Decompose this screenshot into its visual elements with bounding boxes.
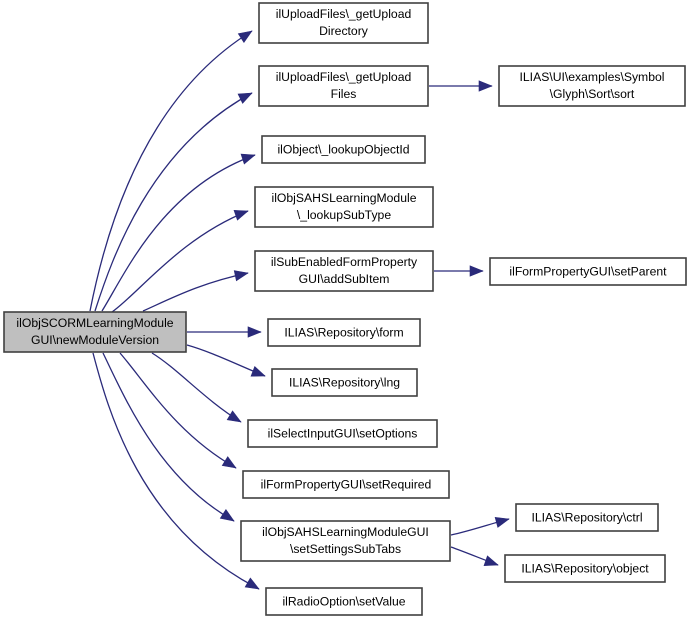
node-label: ilFormPropertyGUI\setParent <box>509 265 667 279</box>
call-edge <box>89 30 253 312</box>
node-label: ILIAS\Repository\lng <box>289 376 400 390</box>
arrowhead-icon <box>219 509 235 522</box>
arrowhead-icon <box>226 410 242 423</box>
arrowhead-icon <box>237 92 253 104</box>
node-label-line2: \_lookupSubType <box>297 208 391 222</box>
call-edge <box>92 352 260 590</box>
graph-node[interactable]: ilObjSAHSLearningModule \_lookupSubType <box>254 186 434 228</box>
node-rect[interactable] <box>265 587 423 616</box>
node-label-line2: Directory <box>319 24 369 38</box>
graph-node[interactable]: ILIAS\Repository\lng <box>271 368 418 397</box>
call-edge <box>111 210 249 313</box>
graph-node[interactable]: ilObject\_lookupObjectId <box>261 135 426 164</box>
arrowhead-icon <box>221 456 237 469</box>
node-label-line2: \setSettingsSubTabs <box>290 542 401 556</box>
graph-node[interactable]: ILIAS\Repository\form <box>267 318 421 347</box>
nodes-layer: ilObjSCORMLearningModuleGUI\newModuleVer… <box>3 2 687 616</box>
arrowhead-icon <box>233 209 249 221</box>
node-label-line1: ILIAS\UI\examples\Symbol <box>520 70 665 84</box>
arrowheads-layer <box>219 30 510 590</box>
node-label: ilSelectInputGUI\setOptions <box>268 427 418 441</box>
arrowhead-icon <box>469 265 484 277</box>
node-label-line1: ilUploadFiles\_getUpload <box>276 7 412 21</box>
node-label-line1: ilObjSAHSLearningModule <box>272 191 417 205</box>
call-edge <box>94 92 253 312</box>
graph-node[interactable]: ILIAS\Repository\object <box>504 554 666 583</box>
node-label-line1: ilObjSAHSLearningModuleGUI <box>262 525 429 539</box>
node-label-line2: \Glyph\Sort\sort <box>550 87 635 101</box>
arrowhead-icon <box>494 516 510 528</box>
node-label: ilFormPropertyGUI\setRequired <box>261 478 432 492</box>
node-label: ILIAS\Repository\form <box>284 326 403 340</box>
node-label-line2: Files <box>331 87 357 101</box>
graph-node[interactable]: ilSelectInputGUI\setOptions <box>247 419 438 448</box>
arrowhead-icon <box>478 80 493 92</box>
node-rect[interactable] <box>240 520 451 562</box>
edges-layer <box>89 30 510 590</box>
arrowhead-icon <box>244 577 260 590</box>
node-rect[interactable] <box>267 318 421 347</box>
node-label-line2: GUI\addSubItem <box>299 272 390 286</box>
graph-node[interactable]: ilRadioOption\setValue <box>265 587 423 616</box>
node-rect[interactable] <box>254 250 434 292</box>
node-rect[interactable] <box>515 503 659 532</box>
graph-node[interactable]: ilFormPropertyGUI\setRequired <box>242 470 450 499</box>
node-rect[interactable] <box>254 186 434 228</box>
graph-node[interactable]: ILIAS\UI\examples\Symbol \Glyph\Sort\sort <box>498 65 686 107</box>
node-label: ILIAS\Repository\ctrl <box>531 511 642 525</box>
node-label: ILIAS\Repository\object <box>521 562 649 576</box>
node-rect[interactable] <box>498 65 686 107</box>
arrowhead-icon <box>240 153 256 165</box>
node-label: ilRadioOption\setValue <box>282 595 405 609</box>
node-rect[interactable] <box>489 257 687 286</box>
arrowhead-icon <box>250 365 266 377</box>
node-rect[interactable] <box>258 2 429 44</box>
node-label: ilObject\_lookupObjectId <box>277 143 409 157</box>
graph-node-root[interactable]: ilObjSCORMLearningModuleGUI\newModuleVer… <box>3 311 187 353</box>
node-rect[interactable] <box>271 368 418 397</box>
call-edge <box>119 352 237 469</box>
node-rect[interactable] <box>247 419 438 448</box>
node-label-line1: ilSubEnabledFormProperty <box>271 255 418 269</box>
node-rect[interactable] <box>3 311 187 353</box>
node-rect[interactable] <box>261 135 426 164</box>
arrowhead-icon <box>483 555 499 567</box>
arrowhead-icon <box>237 30 253 43</box>
node-rect[interactable] <box>258 65 429 107</box>
arrowhead-icon <box>247 326 262 338</box>
graph-node[interactable]: ILIAS\Repository\ctrl <box>515 503 659 532</box>
node-label-line2: GUI\newModuleVersion <box>31 333 159 347</box>
node-rect[interactable] <box>242 470 450 499</box>
arrowhead-icon <box>233 270 249 282</box>
node-rect[interactable] <box>504 554 666 583</box>
call-edge <box>102 352 235 522</box>
graph-node[interactable]: ilFormPropertyGUI\setParent <box>489 257 687 286</box>
graph-node[interactable]: ilObjSAHSLearningModuleGUI \setSettingsSu… <box>240 520 451 562</box>
node-label-line1: ilUploadFiles\_getUpload <box>276 70 412 84</box>
node-label-line1: ilObjSCORMLearningModule <box>16 316 173 330</box>
call-edge <box>142 272 249 312</box>
call-edge <box>101 154 256 312</box>
call-edge <box>151 352 242 423</box>
